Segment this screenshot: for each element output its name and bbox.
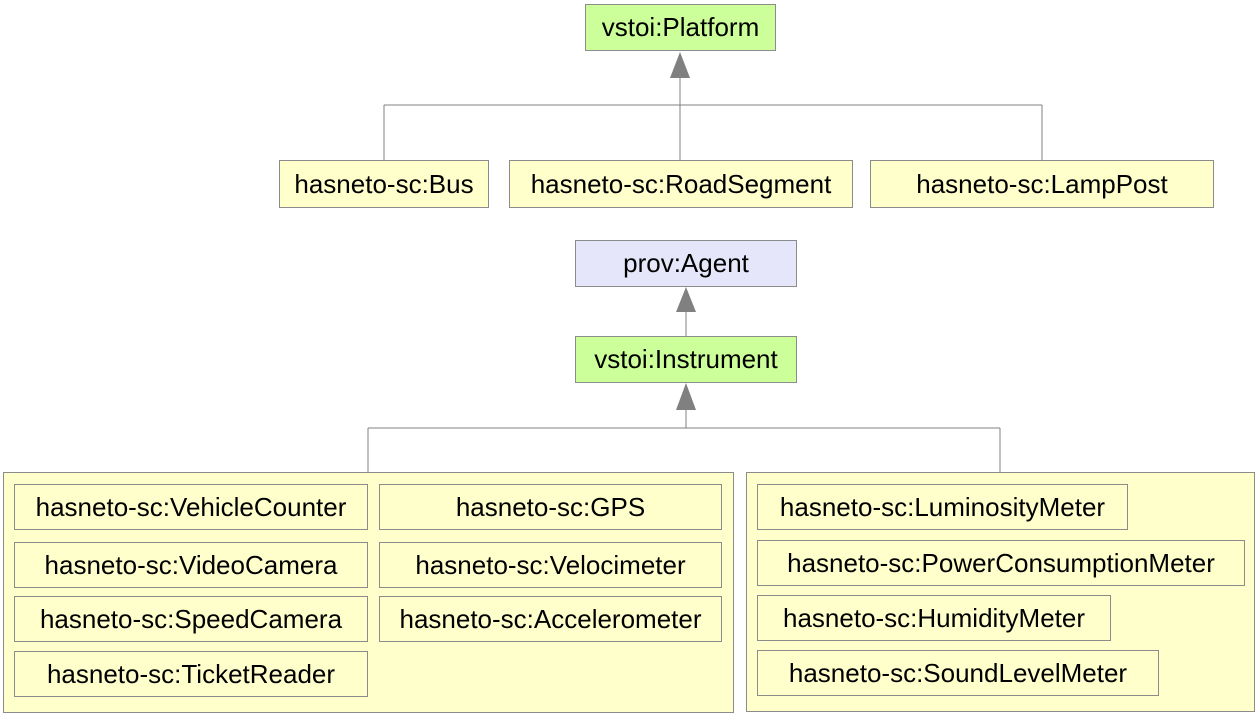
ticketreader-class-node: hasneto-sc:TicketReader: [14, 651, 368, 697]
agent-arrowhead: [676, 287, 696, 312]
vehiclecounter-class-node: hasneto-sc:VehicleCounter: [14, 484, 368, 530]
powerconsumptionmeter-class-node: hasneto-sc:PowerConsumptionMeter: [757, 540, 1245, 586]
agent-class-node: prov:Agent: [575, 240, 797, 287]
bus-class-node: hasneto-sc:Bus: [279, 160, 489, 208]
humiditymeter-class-node: hasneto-sc:HumidityMeter: [757, 595, 1111, 641]
gps-class-node: hasneto-sc:GPS: [379, 484, 722, 530]
platform-arrowhead: [670, 52, 690, 78]
velocimeter-class-node: hasneto-sc:Velocimeter: [379, 542, 722, 588]
soundlevelmeter-class-node: hasneto-sc:SoundLevelMeter: [757, 650, 1159, 696]
videocamera-class-node: hasneto-sc:VideoCamera: [14, 542, 368, 588]
speedcamera-class-node: hasneto-sc:SpeedCamera: [14, 596, 368, 642]
roadsegment-class-node: hasneto-sc:RoadSegment: [509, 160, 853, 208]
platform-class-node: vstoi:Platform: [585, 4, 776, 51]
luminositymeter-class-node: hasneto-sc:LuminosityMeter: [757, 484, 1128, 530]
lamppost-class-node: hasneto-sc:LampPost: [870, 160, 1214, 208]
instrument-class-node: vstoi:Instrument: [575, 336, 797, 383]
instrument-arrowhead: [676, 383, 696, 410]
accelerometer-class-node: hasneto-sc:Accelerometer: [379, 596, 722, 642]
